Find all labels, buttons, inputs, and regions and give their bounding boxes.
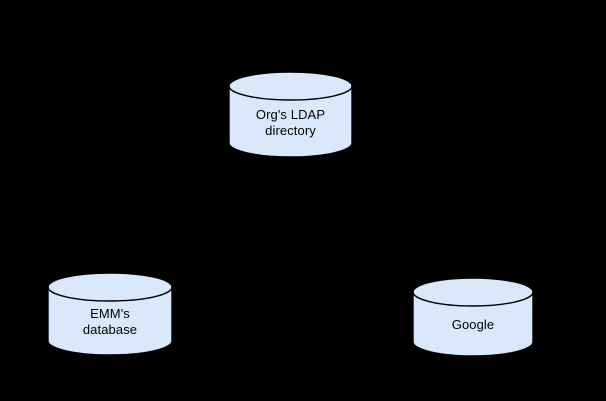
cylinder-top-ellipse [228,85,353,101]
cylinder-google-shape [412,277,534,357]
cylinder-org-ldap-directory[interactable]: Org's LDAP directory [228,71,353,158]
cylinder-top-ellipse [47,286,173,302]
cylinder-google[interactable]: Google [412,277,534,357]
cylinder-org-ldap-directory-shape [228,71,353,158]
cylinder-emm-database[interactable]: EMM's database [47,272,173,356]
cylinder-body [47,272,173,356]
cylinder-emm-database-shape [47,272,173,356]
cylinder-body [228,71,353,158]
cylinder-top-ellipse [412,291,534,307]
cylinder-body [412,277,534,357]
